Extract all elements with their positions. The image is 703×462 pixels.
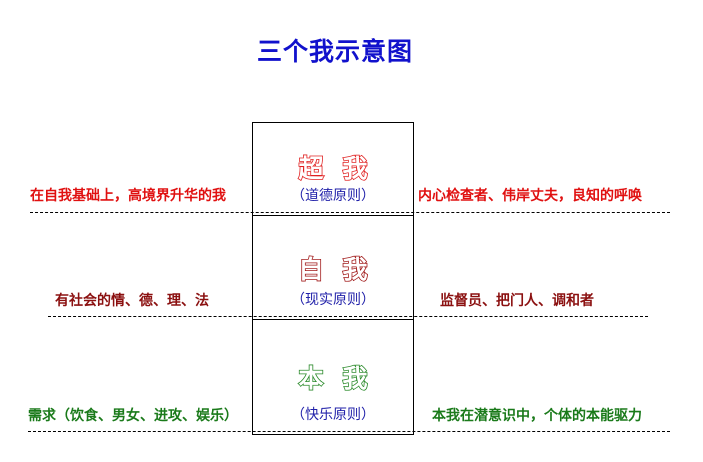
ego-stamp-char-2: 我 <box>342 255 369 285</box>
box-divider-2 <box>252 319 414 320</box>
superego-principle: （道德原则） <box>291 188 375 204</box>
ego-baseline <box>48 316 648 317</box>
id-left-text: 需求（饮食、男女、进攻、娱乐） <box>28 408 238 424</box>
psyche-box <box>252 122 414 435</box>
superego-stamp: 超 我 <box>252 154 414 184</box>
ego-principle: （现实原则） <box>291 292 375 308</box>
ego-stamp-char-1: 自 <box>298 255 325 285</box>
superego-stamp-char-2: 我 <box>342 154 369 184</box>
ego-stamp: 自 我 <box>252 255 414 285</box>
id-stamp-char-1: 本 <box>298 364 325 394</box>
id-principle: （快乐原则） <box>291 407 375 423</box>
id-baseline <box>28 431 670 432</box>
superego-right-text: 内心检查者、伟岸丈夫，良知的呼唤 <box>418 188 642 204</box>
id-stamp-char-2: 我 <box>342 364 369 394</box>
id-right-text: 本我在潜意识中，个体的本能驱力 <box>432 408 642 424</box>
box-divider-1 <box>252 215 414 216</box>
superego-stamp-char-1: 超 <box>298 154 325 184</box>
ego-left-text: 有社会的情、德、理、法 <box>55 293 209 309</box>
superego-baseline <box>30 212 670 213</box>
diagram-title: 三个我示意图 <box>256 37 413 66</box>
superego-left-text: 在自我基础上，高境界升华的我 <box>30 188 226 204</box>
id-stamp: 本 我 <box>252 364 414 394</box>
ego-right-text: 监督员、把门人、调和者 <box>440 293 594 309</box>
